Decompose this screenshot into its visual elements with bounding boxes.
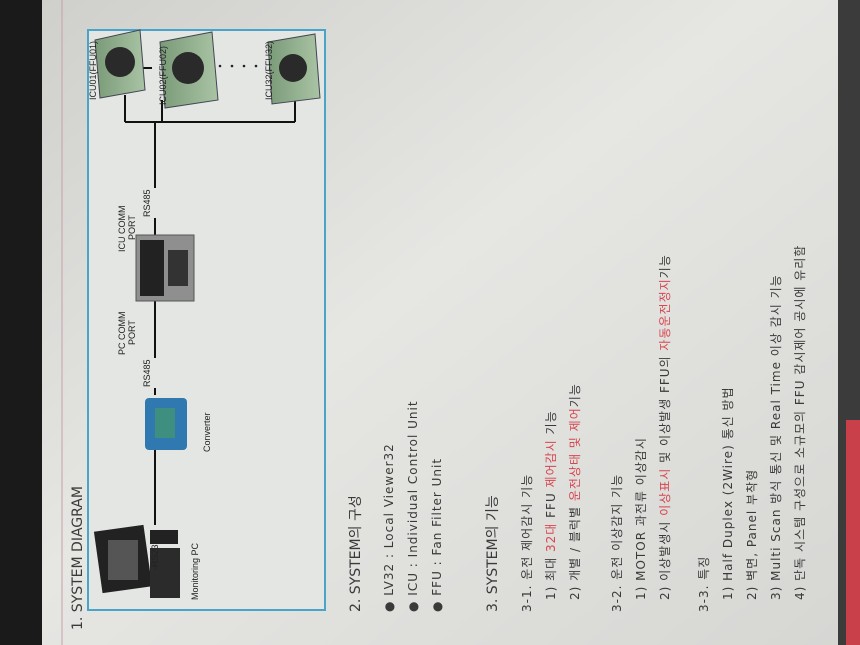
icu01-label: ICU01(FFU01) (88, 41, 98, 100)
ffu-unit-icon-02 (159, 31, 219, 109)
pc-comm-port-label-1: PC COMM (117, 312, 127, 356)
rs485-label-icu: RS485 (142, 189, 152, 217)
icu-comm-port-label-2: PORT (127, 215, 137, 240)
rs485-label-pc: RS485 (142, 359, 152, 387)
pc-comm-port-label-2: PORT (127, 320, 137, 345)
monitoring-pc-label: Monitoring PC (190, 542, 200, 600)
subsection-3-3-title: 3-3. 특징 (697, 556, 711, 612)
ffu-unit-icon-32 (267, 33, 321, 105)
subsection-3-1-title: 3-1. 운전 제어감시 기능 (520, 474, 534, 612)
function-3-1-item-2: 2) 개별 / 블럭별 운전상태 및 제어기능 (568, 383, 582, 600)
highlight-span: 이상표시 (658, 468, 672, 516)
feature-item-3: 3) Multi Scan 방식 통신 및 Real Time 이상 감시 기능 (769, 274, 783, 600)
icu-comm-device-icon (135, 234, 195, 302)
text-span: 기능 (658, 254, 672, 278)
function-3-2-item-2: 2) 이상발생시 이상표시 및 이상발생 FFU의 자동운전정지기능 (658, 254, 672, 600)
component-item-icu: ● ICU : Individual Control Unit (406, 400, 420, 612)
component-item-ffu: ● FFU : Fan Filter Unit (430, 458, 444, 612)
text-span: 2) 이상발생시 (658, 516, 672, 600)
text-span: 기능 (544, 410, 558, 439)
highlight-span: 제어감시 (544, 439, 558, 487)
highlight-span: 32대 (544, 523, 558, 552)
ellipsis-dots (218, 64, 258, 68)
rs232-label: -RS232- (150, 536, 160, 570)
section2-title: 2. SYSTEM의 구성 (348, 495, 364, 612)
feature-item-2: 2) 벽면, Panel 부착형 (745, 469, 759, 600)
text-span: 기능 (568, 383, 582, 407)
feature-item-1: 1) Half Duplex (2Wire) 통신 방법 (721, 386, 735, 600)
system-diagram: Monitoring PC -RS232- Converter RS485 PC… (87, 29, 326, 611)
icu32-label: ICU32(FFU32) (264, 41, 274, 100)
icu-comm-port-label-1: ICU COMM (117, 206, 127, 253)
converter-label: Converter (202, 412, 212, 452)
icu02-label: ICU02(FFU02) (158, 46, 168, 105)
subsection-3-2-title: 3-2. 운전 이상감지 기능 (610, 474, 624, 612)
converter-icon (145, 398, 187, 450)
text-span: 및 이상발생 FFU의 (658, 351, 672, 468)
function-3-1-item-1: 1) 최대 32대 FFU 제어감시 기능 (544, 410, 558, 600)
section3-title: 3. SYSTEM의 기능 (485, 495, 501, 612)
function-3-2-item-1: 1) MOTOR 과전류 이상감시 (634, 437, 648, 600)
highlight-span: 자동운전정지 (658, 278, 672, 350)
component-item-lv32: ● LV32 : Local Viewer32 (382, 443, 396, 612)
text-span: 2) 개별 / 블럭별 (568, 501, 582, 600)
diagram-frame (87, 29, 326, 611)
red-taskbar-strip (846, 420, 860, 645)
monitoring-pc-icon (93, 524, 180, 598)
ffu-unit-icon-01 (94, 29, 146, 99)
highlight-span: 운전상태 및 제어 (568, 407, 582, 501)
text-span: FFU (544, 487, 558, 522)
connection-lines (124, 67, 296, 525)
section1-title: 1. SYSTEM DIAGRAM (70, 486, 86, 630)
feature-item-4: 4) 단독 시스템 구성으로 소규모의 FFU 감시제어 공시에 유리함 (793, 245, 807, 600)
text-span: 1) 최대 (544, 552, 558, 600)
